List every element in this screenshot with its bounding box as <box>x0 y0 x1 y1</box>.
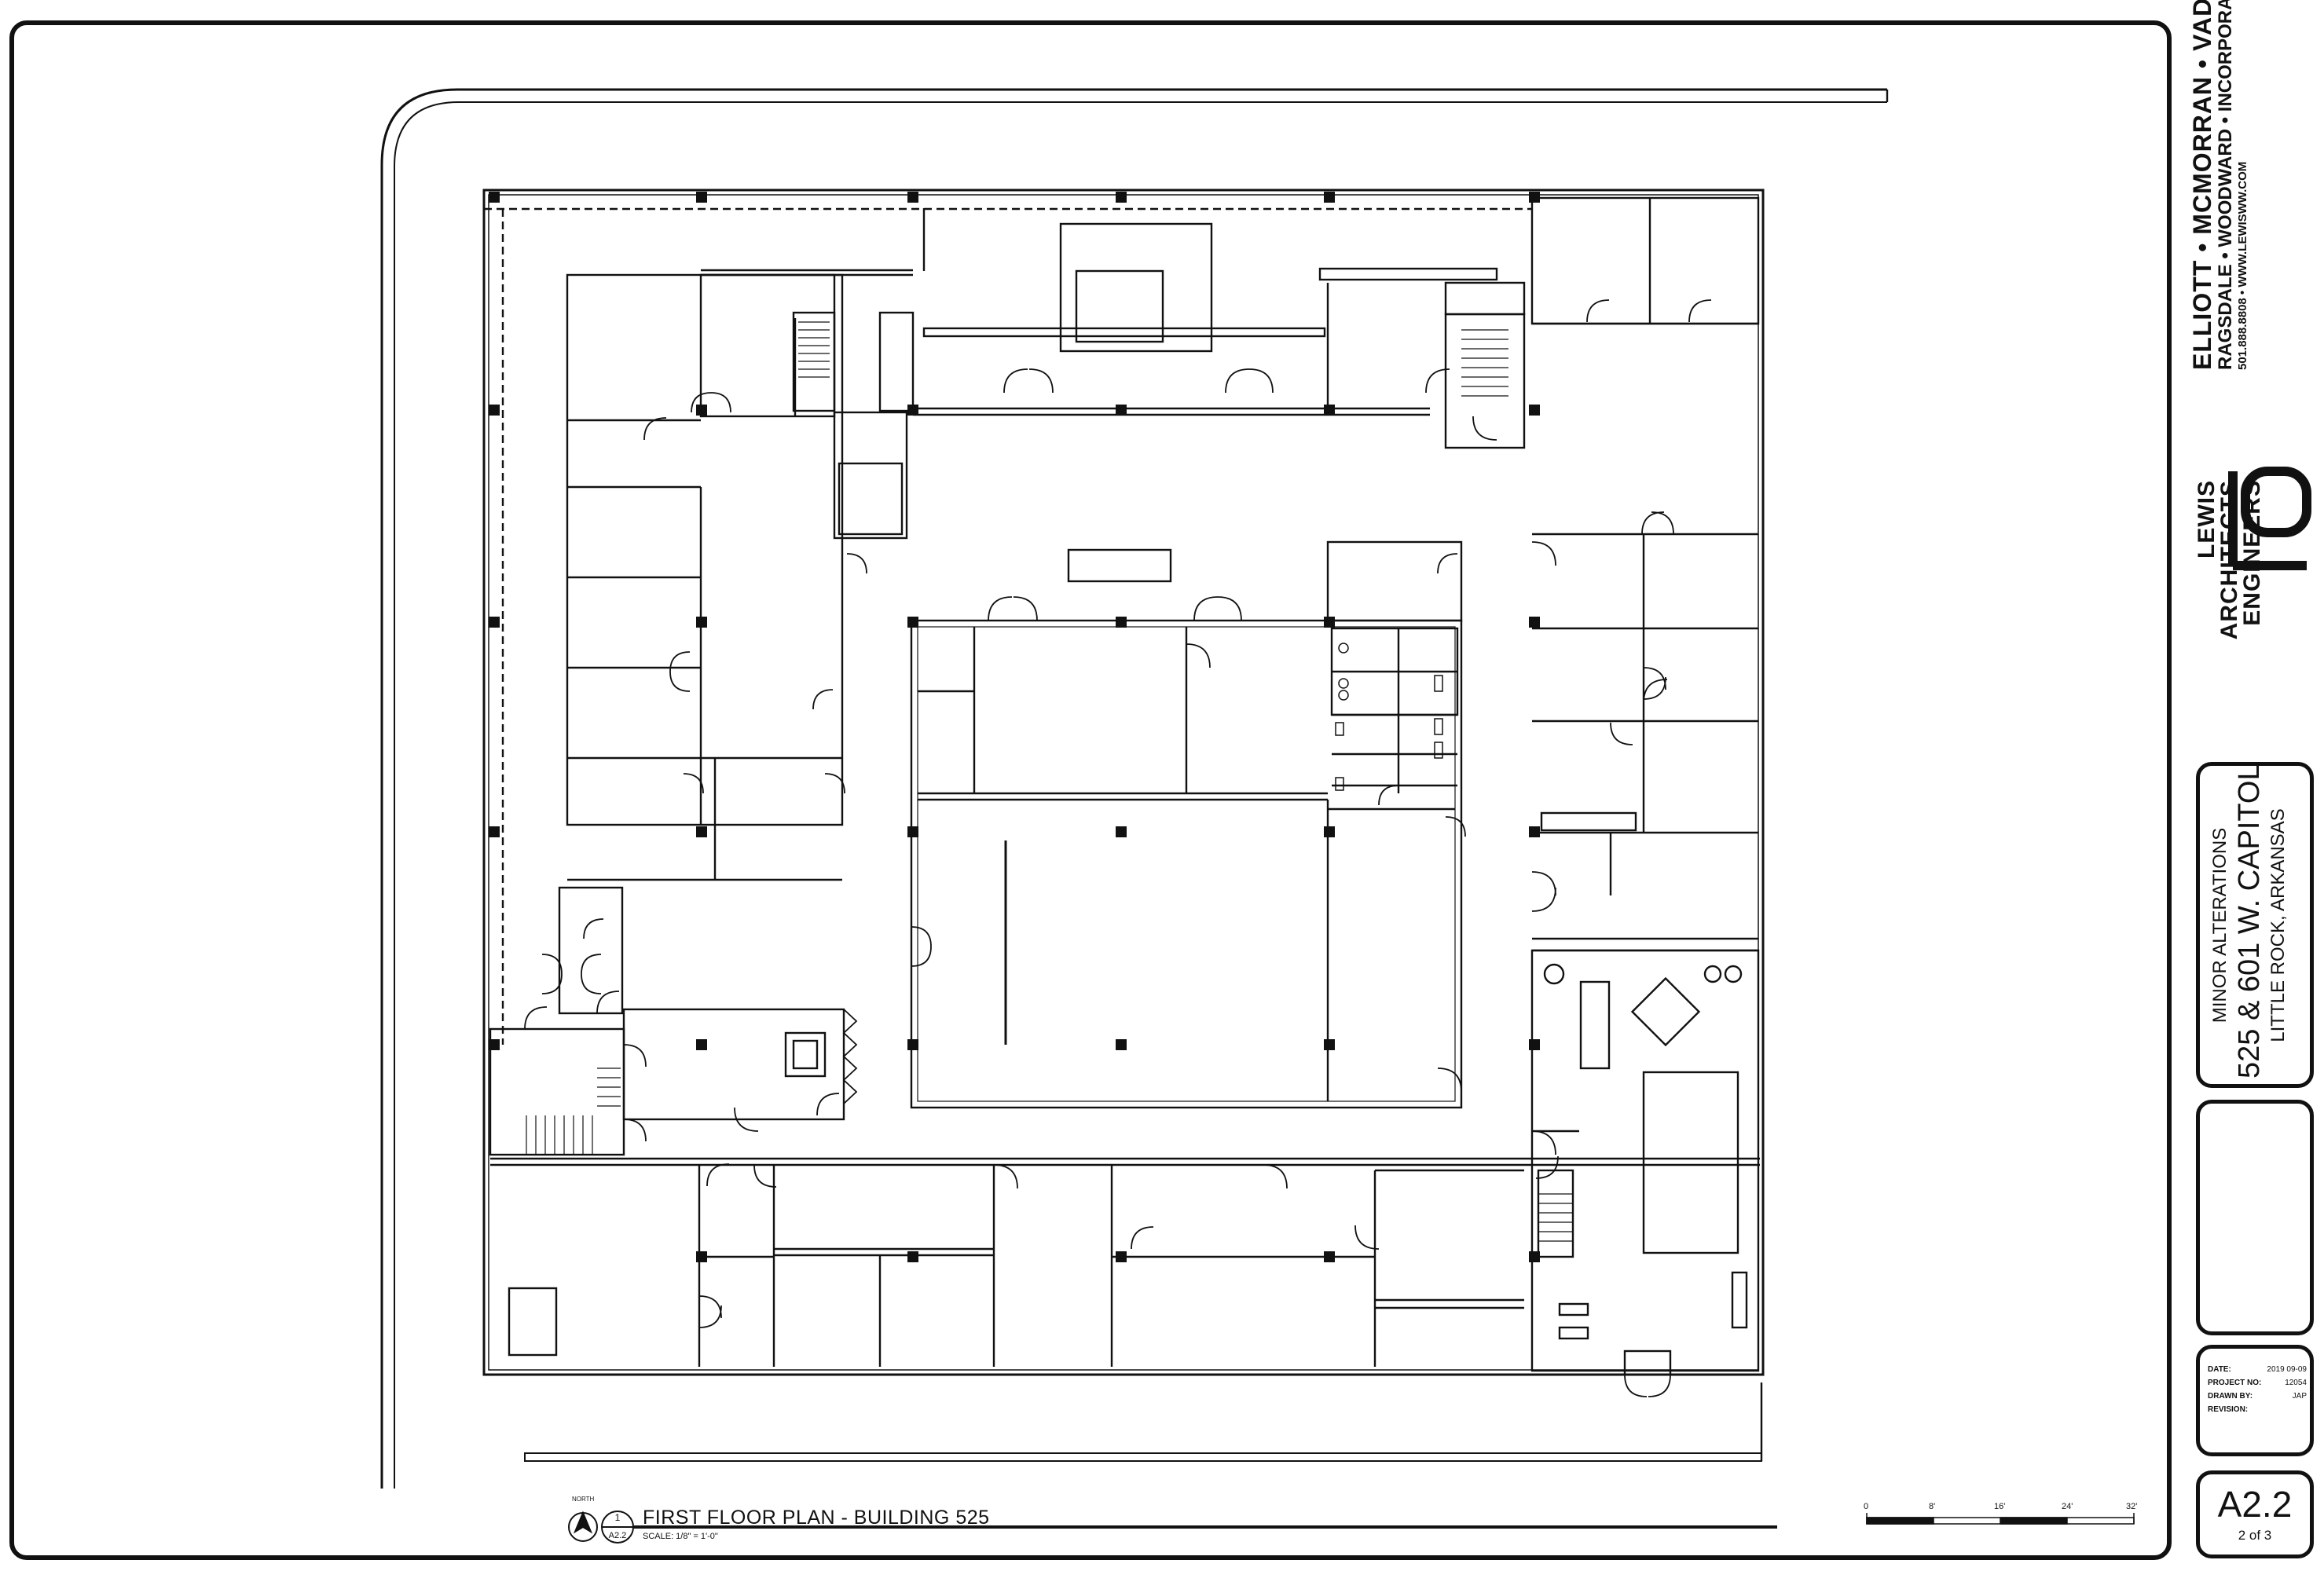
date-value: 2019 09-09 <box>2267 1365 2307 1374</box>
firm-partners-line-1: ELLIOTT • MCMORRAN • VADEN <box>2188 0 2216 370</box>
seal-block <box>2196 1100 2314 1335</box>
drawn-by-label: DRAWN BY: <box>2208 1392 2253 1401</box>
scale-label-8: 8' <box>1929 1502 1936 1511</box>
project-no-label: PROJECT NO: <box>2208 1379 2262 1387</box>
drawing-ref-sheet: A2.2 <box>608 1531 627 1540</box>
firm-contact: 501.888.8808 • WWW.LEWISWW.COM <box>2236 161 2249 370</box>
firm-full-name: ELLIOTT • MCMORRAN • VADEN RAGSDALE • WO… <box>2188 0 2250 370</box>
firm-left-line-2: ARCHITECTS <box>2216 480 2242 640</box>
firm-left-line-3: ENGINEERS <box>2239 480 2265 626</box>
project-no-row: PROJECT NO: 12054 <box>2208 1376 2307 1390</box>
drawing-frame <box>9 20 2172 1560</box>
sheet-number-block: A2.2 2 of 3 <box>2196 1470 2314 1558</box>
lq-logo-icon <box>2228 467 2311 570</box>
drawn-by-value: JAP <box>2292 1392 2307 1401</box>
firm-left-line-1: LEWIS <box>2194 480 2220 558</box>
project-block: MINOR ALTERATIONS 525 & 601 W. CAPITOL L… <box>2196 762 2314 1088</box>
project-city: LITTLE ROCK, ARKANSAS <box>2267 807 2289 1042</box>
drawing-title: FIRST FLOOR PLAN - BUILDING 525 <box>643 1507 990 1529</box>
date-label: DATE: <box>2208 1365 2231 1374</box>
date-row: DATE: 2019 09-09 <box>2208 1363 2307 1376</box>
scale-label-0: 0 <box>1864 1502 1869 1511</box>
scale-label-24: 24' <box>2062 1502 2073 1511</box>
revision-row: REVISION: <box>2208 1403 2307 1416</box>
north-label: NORTH <box>572 1496 595 1503</box>
firm-block: LEWIS ARCHITECTS ENGINEERS ELLIOTT • MCM… <box>2184 0 2310 751</box>
firm-short-name: LEWIS ARCHITECTS ENGINEERS <box>2194 480 2265 708</box>
project-address: 525 & 601 W. CAPITOL <box>2233 763 2266 1078</box>
sheet-number: A2.2 <box>2217 1484 2293 1525</box>
info-block: DATE: 2019 09-09 PROJECT NO: 12054 DRAWN… <box>2196 1345 2314 1456</box>
drawn-by-row: DRAWN BY: JAP <box>2208 1390 2307 1403</box>
revision-label: REVISION: <box>2208 1405 2249 1414</box>
north-arrow-icon <box>568 1511 1777 1544</box>
drawing-scale: SCALE: 1/8" = 1'-0" <box>643 1532 718 1541</box>
sheet-count: 2 of 3 <box>2238 1528 2272 1543</box>
project-description: MINOR ALTERATIONS <box>2209 827 2231 1023</box>
drawing-ref-number: 1 <box>614 1512 621 1523</box>
scale-label-32: 32' <box>2126 1502 2138 1511</box>
project-no-value: 12054 <box>2285 1379 2307 1387</box>
firm-partners-line-2: RAGSDALE • WOODWARD • INCORPORATED <box>2215 0 2236 370</box>
scale-label-16: 16' <box>1994 1502 2006 1511</box>
graphic-scale-bar <box>1866 1513 2135 1525</box>
